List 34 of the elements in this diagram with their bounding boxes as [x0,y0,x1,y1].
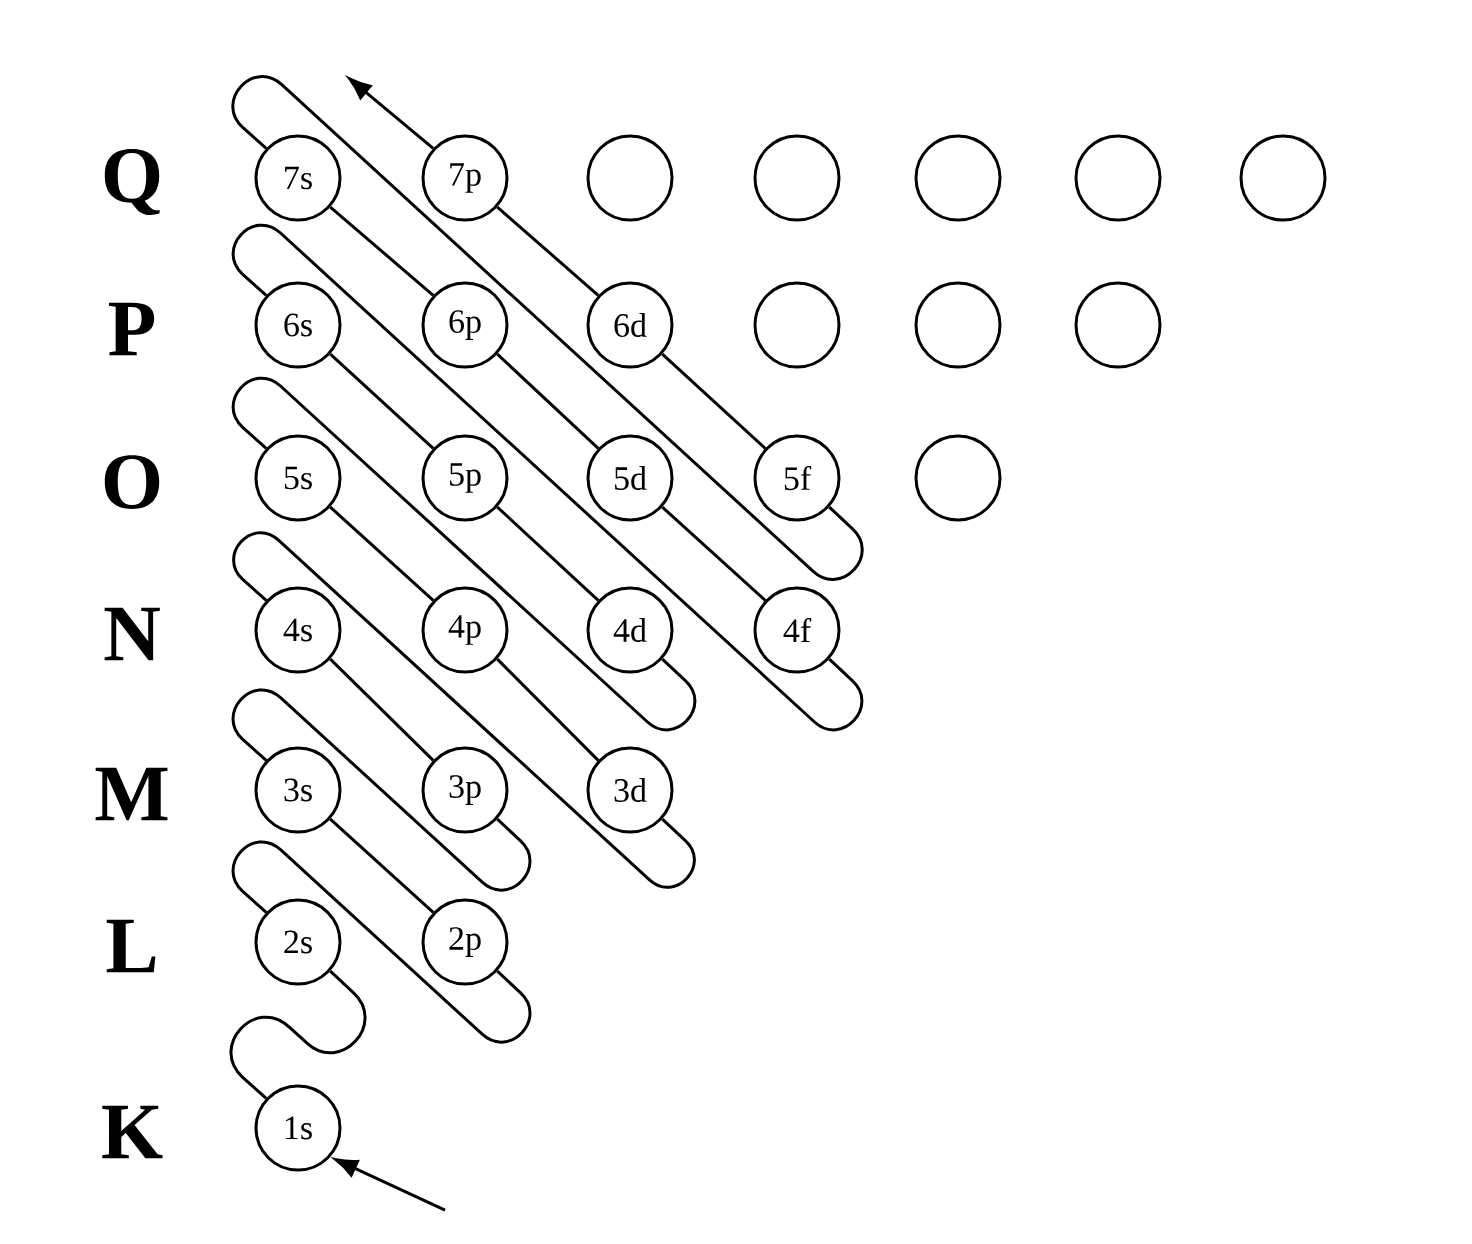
filling-path-line [329,506,435,602]
shell-label: P [108,302,155,356]
empty-circle [914,434,1002,522]
filling-path-line [232,531,696,889]
shell-label: O [104,455,160,509]
filling-path-line [329,818,435,914]
empty-circle [914,134,1002,222]
empty-circle [753,134,841,222]
empty-circle [914,281,1002,369]
empty-circle [753,281,841,369]
empty-circle [1239,134,1327,222]
empty-circle [586,134,674,222]
filling-path-line [231,376,697,732]
filling-path-line [229,970,367,1100]
filling-path-line [496,353,600,450]
filling-path-line [232,224,863,732]
filling-path-line [661,353,767,450]
filling-path-line [329,205,435,297]
filling-path-line [329,353,435,450]
filling-path-line [496,506,600,602]
shell-label: Q [104,149,160,215]
filling-path-line [231,75,864,581]
filling-path-line [496,658,600,762]
filling-path-line [329,658,435,762]
filling-path-line [496,206,600,297]
empty-circle [1074,134,1162,222]
shell-label: M [95,767,168,821]
empty-circle [1074,281,1162,369]
shell-label: K [102,1105,163,1159]
filling-path-line [231,688,532,892]
filling-path-line [231,840,532,1044]
shell-label: N [104,607,160,661]
filling-path-line [661,506,767,602]
shell-label: L [106,919,156,973]
